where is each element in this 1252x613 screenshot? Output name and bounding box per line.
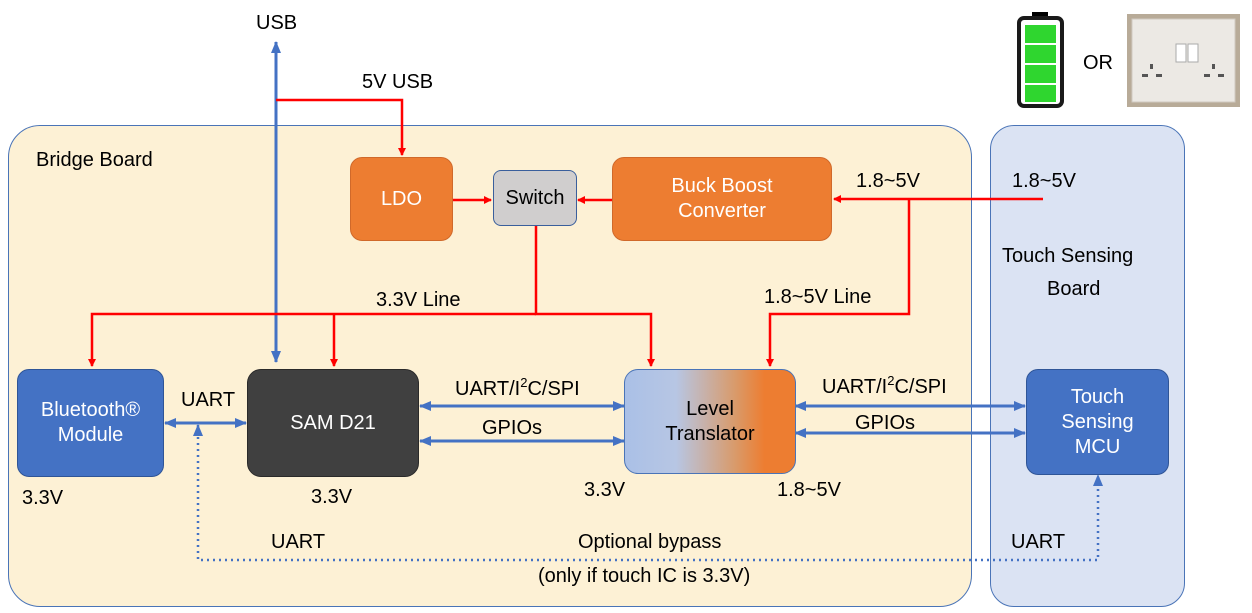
- level-translator-block: Level Translator: [624, 369, 796, 474]
- bt-uart-label: UART: [181, 389, 236, 411]
- sam-d21-block: SAM D21: [247, 369, 419, 477]
- 3v3-line-label: 3.3V Line: [376, 289, 461, 311]
- optional-bypass-wire: [193, 424, 1103, 562]
- sam-d21-label: SAM D21: [290, 411, 376, 434]
- bus-label-left: UART/I2C/SPI: [455, 375, 580, 400]
- battery-icon: [1017, 12, 1064, 108]
- bus-label-right: UART/I2C/SPI: [822, 373, 947, 398]
- lt-left-voltage-label: 3.3V: [584, 479, 626, 501]
- wall-socket-icon: [1127, 14, 1240, 107]
- bypass-uart-right-label: UART: [1011, 531, 1066, 553]
- 1v8-5v-line-label: 1.8~5V Line: [764, 286, 872, 308]
- touch-mcu-label-line2: Sensing: [1061, 410, 1134, 433]
- bluetooth-label-line2: Module: [57, 424, 124, 446]
- buck-boost-label-line2: Converter: [678, 200, 766, 222]
- ldo-label: LDO: [380, 187, 423, 210]
- 1v8-5v-line-wire: [766, 199, 911, 367]
- gpios-label-right: GPIOs: [855, 412, 916, 434]
- usb-label: USB: [256, 12, 298, 34]
- lt-right-voltage-label: 1.8~5V: [777, 479, 841, 501]
- touch-mcu-label-line1: Touch: [1070, 385, 1125, 408]
- usb-5v-label: 5V USB: [362, 71, 434, 93]
- 3v3-line-to-bluetooth-wire: [88, 312, 536, 367]
- sam-voltage-label: 3.3V: [311, 486, 353, 508]
- usb-5v-to-ldo-wire: [276, 98, 406, 156]
- level-translator-label-line1: Level: [686, 397, 734, 420]
- bypass-uart-left-label: UART: [271, 531, 326, 553]
- bridge-input-voltage-label: 1.8~5V: [856, 170, 920, 192]
- bluetooth-module-block: Bluetooth® Module: [17, 369, 164, 477]
- buck-boost-label-line1: Buck Boost: [671, 175, 773, 197]
- bridge-board-label: Bridge Board: [36, 149, 153, 171]
- optional-bypass-note: (only if touch IC is 3.3V): [538, 565, 751, 587]
- touch-sensing-board-region: [990, 125, 1185, 607]
- touch-sensing-mcu-block: Touch Sensing MCU: [1026, 369, 1169, 475]
- switch-3v3-line-wire: [534, 226, 655, 367]
- optional-bypass-label: Optional bypass: [578, 531, 722, 553]
- gpios-label-left: GPIOs: [482, 417, 543, 439]
- switch-block: Switch: [493, 170, 577, 226]
- switch-label: Switch: [505, 186, 565, 209]
- ldo-block: LDO: [350, 157, 453, 241]
- bluetooth-voltage-label: 3.3V: [22, 487, 64, 509]
- touch-input-voltage-label: 1.8~5V: [1012, 170, 1076, 192]
- touch-board-label-line2: Board: [1047, 278, 1101, 300]
- level-translator-label-line2: Translator: [665, 422, 755, 445]
- or-label: OR: [1083, 52, 1113, 74]
- bluetooth-label-line1: Bluetooth®: [40, 399, 141, 421]
- touch-board-label-line1: Touch Sensing: [1002, 245, 1134, 267]
- buck-boost-converter-block: Buck Boost Converter: [612, 157, 832, 241]
- touch-mcu-label-line3: MCU: [1074, 435, 1121, 458]
